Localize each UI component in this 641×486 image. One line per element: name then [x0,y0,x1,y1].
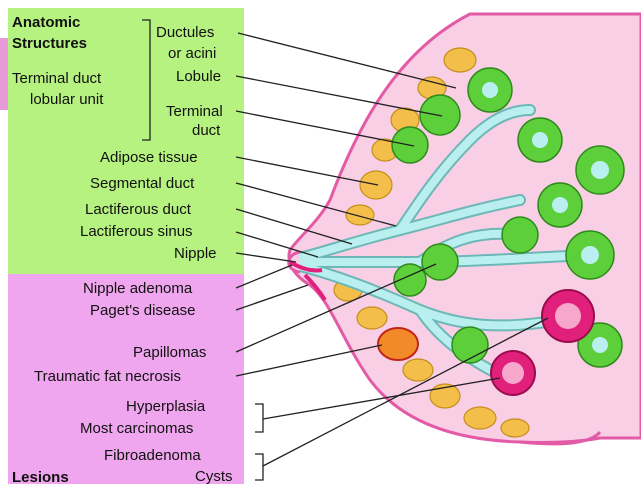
nipple-adenoma-label: Nipple adenoma [83,280,192,297]
tdlu-label-line2: lobular unit [30,91,103,108]
anatomy-heading-line1: Anatomic [12,14,80,31]
segmental-duct-label: Segmental duct [90,175,194,192]
lactiferous-duct-label: Lactiferous duct [85,201,191,218]
papillomas-label: Papillomas [133,344,206,361]
pagets-disease-label: Paget's disease [90,302,195,319]
terminal-duct-label-line1: Terminal [166,103,223,120]
cysts-label: Cysts [195,468,233,485]
breast-tissue [289,14,641,443]
fibroadenoma-label: Fibroadenoma [104,447,201,464]
adipose-label: Adipose tissue [100,149,198,166]
lobule-label: Lobule [176,68,221,85]
lactiferous-sinus-label: Lactiferous sinus [80,223,193,240]
terminal-duct-label-line2: duct [192,122,220,139]
tdlu-label-line1: Terminal duct [12,70,101,87]
fat-necrosis-label: Traumatic fat necrosis [34,368,181,385]
carcinomas-label: Most carcinomas [80,420,193,437]
ductules-label-line1: Ductules [156,24,214,41]
nipple-label: Nipple [174,245,217,262]
lesions-heading: Lesions [12,469,69,486]
fat-necrosis-lesion [378,328,418,360]
ductules-label-line2: or acini [168,45,216,62]
hyperplasia-label: Hyperplasia [126,398,205,415]
anatomy-heading-line2: Structures [12,35,87,52]
